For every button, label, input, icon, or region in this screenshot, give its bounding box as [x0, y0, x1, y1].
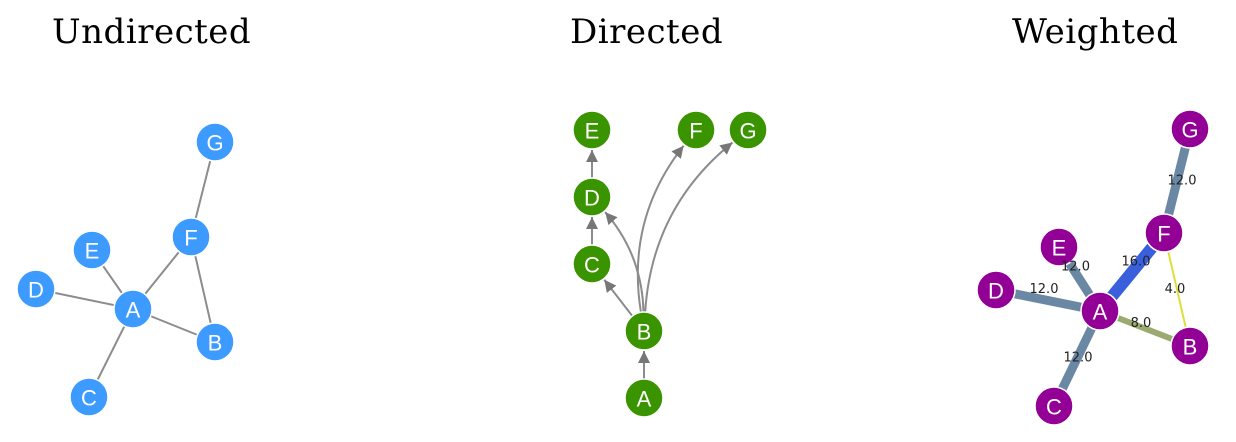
- node-circle: [728, 110, 768, 150]
- node-circle: [195, 322, 235, 362]
- weighted-node-d[interactable]: D: [976, 270, 1016, 310]
- weighted-node-f[interactable]: F: [1144, 213, 1184, 253]
- node-circle: [624, 311, 664, 351]
- node-circle: [572, 177, 612, 217]
- directed-node-f[interactable]: F: [676, 110, 716, 150]
- node-circle: [1170, 326, 1210, 366]
- node-label: A: [637, 387, 652, 412]
- node-label: C: [1046, 395, 1062, 420]
- edge-weight-label: 4.0: [1165, 282, 1186, 297]
- node-circle: [1144, 213, 1184, 253]
- node-circle: [624, 378, 664, 418]
- weighted-node-c[interactable]: C: [1034, 386, 1074, 426]
- node-label: F: [1157, 222, 1170, 247]
- node-circle: [976, 270, 1016, 310]
- node-label: G: [739, 119, 756, 144]
- directed-node-e[interactable]: E: [572, 110, 612, 150]
- node-circle: [572, 244, 612, 284]
- node-circle: [195, 122, 235, 162]
- node-circle: [1039, 227, 1079, 267]
- node-label: F: [184, 226, 197, 251]
- directed-node-a[interactable]: A: [624, 378, 664, 418]
- node-label: C: [81, 386, 97, 411]
- node-circle: [113, 289, 153, 329]
- node-label: A: [1093, 300, 1108, 325]
- node-label: B: [1183, 335, 1198, 360]
- directed-graph: A B C D E F G: [572, 110, 768, 418]
- weighted-node-g[interactable]: G: [1170, 109, 1210, 149]
- node-label: C: [584, 253, 600, 278]
- node-circle: [69, 377, 109, 417]
- edge-b-d: [604, 211, 645, 313]
- undirected-node-f[interactable]: F: [171, 217, 211, 257]
- directed-node-d[interactable]: D: [572, 177, 612, 217]
- node-label: D: [988, 279, 1004, 304]
- undirected-node-e[interactable]: E: [72, 230, 112, 270]
- node-circle: [72, 230, 112, 270]
- weighted-node-a[interactable]: A: [1080, 291, 1120, 331]
- undirected-node-b[interactable]: B: [195, 322, 235, 362]
- node-label: F: [689, 119, 702, 144]
- edge-weight-label: 12.0: [1061, 260, 1090, 275]
- undirected-node-d[interactable]: D: [16, 269, 56, 309]
- edge-b-c: [603, 279, 634, 317]
- node-label: E: [585, 119, 600, 144]
- node-circle: [572, 110, 612, 150]
- node-circle: [1170, 109, 1210, 149]
- node-circle: [1080, 291, 1120, 331]
- node-label: B: [637, 320, 652, 345]
- node-label: E: [85, 239, 100, 264]
- directed-title: Directed: [570, 12, 724, 52]
- weighted-title: Weighted: [1012, 12, 1179, 52]
- node-circle: [171, 217, 211, 257]
- node-label: D: [584, 186, 600, 211]
- undirected-node-g[interactable]: G: [195, 122, 235, 162]
- edge-weight-label: 12.0: [1168, 174, 1197, 189]
- directed-node-b[interactable]: B: [624, 311, 664, 351]
- undirected-node-a[interactable]: A: [113, 289, 153, 329]
- edge-weight-label: 12.0: [1030, 282, 1059, 297]
- node-label: A: [126, 298, 141, 323]
- node-label: D: [28, 278, 44, 303]
- undirected-node-c[interactable]: C: [69, 377, 109, 417]
- edge-weight-label: 8.0: [1131, 316, 1152, 331]
- node-circle: [1034, 386, 1074, 426]
- edge-weight-label: 16.0: [1122, 255, 1151, 270]
- node-label: B: [208, 331, 223, 356]
- edge-weight-label: 12.0: [1064, 351, 1093, 366]
- edge-b-g: [644, 141, 734, 313]
- node-circle: [16, 269, 56, 309]
- directed-node-g[interactable]: G: [728, 110, 768, 150]
- node-circle: [676, 110, 716, 150]
- undirected-title: Undirected: [52, 12, 252, 52]
- weighted-node-b[interactable]: B: [1170, 326, 1210, 366]
- directed-node-c[interactable]: C: [572, 244, 612, 284]
- weighted-node-e[interactable]: E: [1039, 227, 1079, 267]
- undirected-graph: A B C D E F G: [16, 122, 235, 417]
- edge-b-f: [636, 145, 685, 313]
- node-label: G: [206, 131, 223, 156]
- node-label: G: [1181, 118, 1198, 143]
- node-label: E: [1052, 236, 1067, 261]
